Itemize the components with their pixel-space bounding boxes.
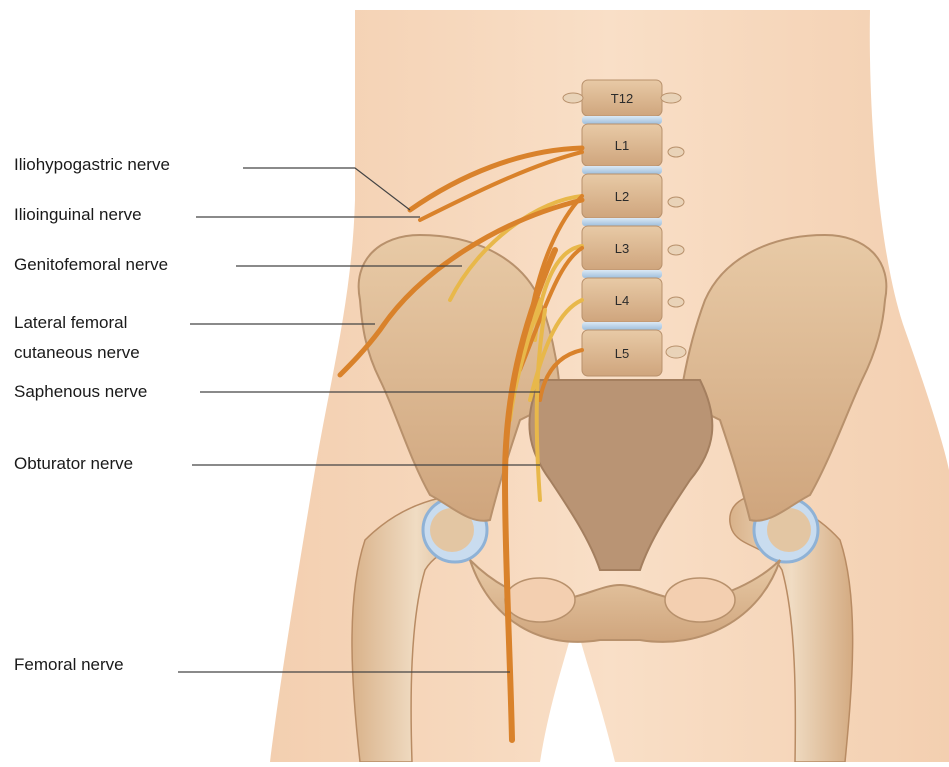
disc: [582, 218, 662, 226]
disc: [582, 116, 662, 124]
label-saphenous-nerve: Saphenous nerve: [14, 382, 147, 402]
vertebra-label-l4: L4: [615, 293, 629, 308]
vertebra-label-l5: L5: [615, 346, 629, 361]
disc: [582, 322, 662, 330]
label-obturator-nerve: Obturator nerve: [14, 454, 133, 474]
label-femoral-nerve: Femoral nerve: [14, 655, 124, 675]
vertebra-label-l2: L2: [615, 189, 629, 204]
vertebra-label-l3: L3: [615, 241, 629, 256]
label-lateral-femoral-line2: cutaneous nerve: [14, 343, 140, 363]
label-lateral-femoral-line1: Lateral femoral: [14, 313, 127, 333]
vertebra-label-t12: T12: [611, 91, 633, 106]
label-ilioinguinal-nerve: Ilioinguinal nerve: [14, 205, 142, 225]
disc: [582, 166, 662, 174]
disc: [582, 270, 662, 278]
label-genitofemoral-nerve: Genitofemoral nerve: [14, 255, 168, 275]
label-iliohypogastric-nerve: Iliohypogastric nerve: [14, 155, 170, 175]
vertebra-label-l1: L1: [615, 138, 629, 153]
